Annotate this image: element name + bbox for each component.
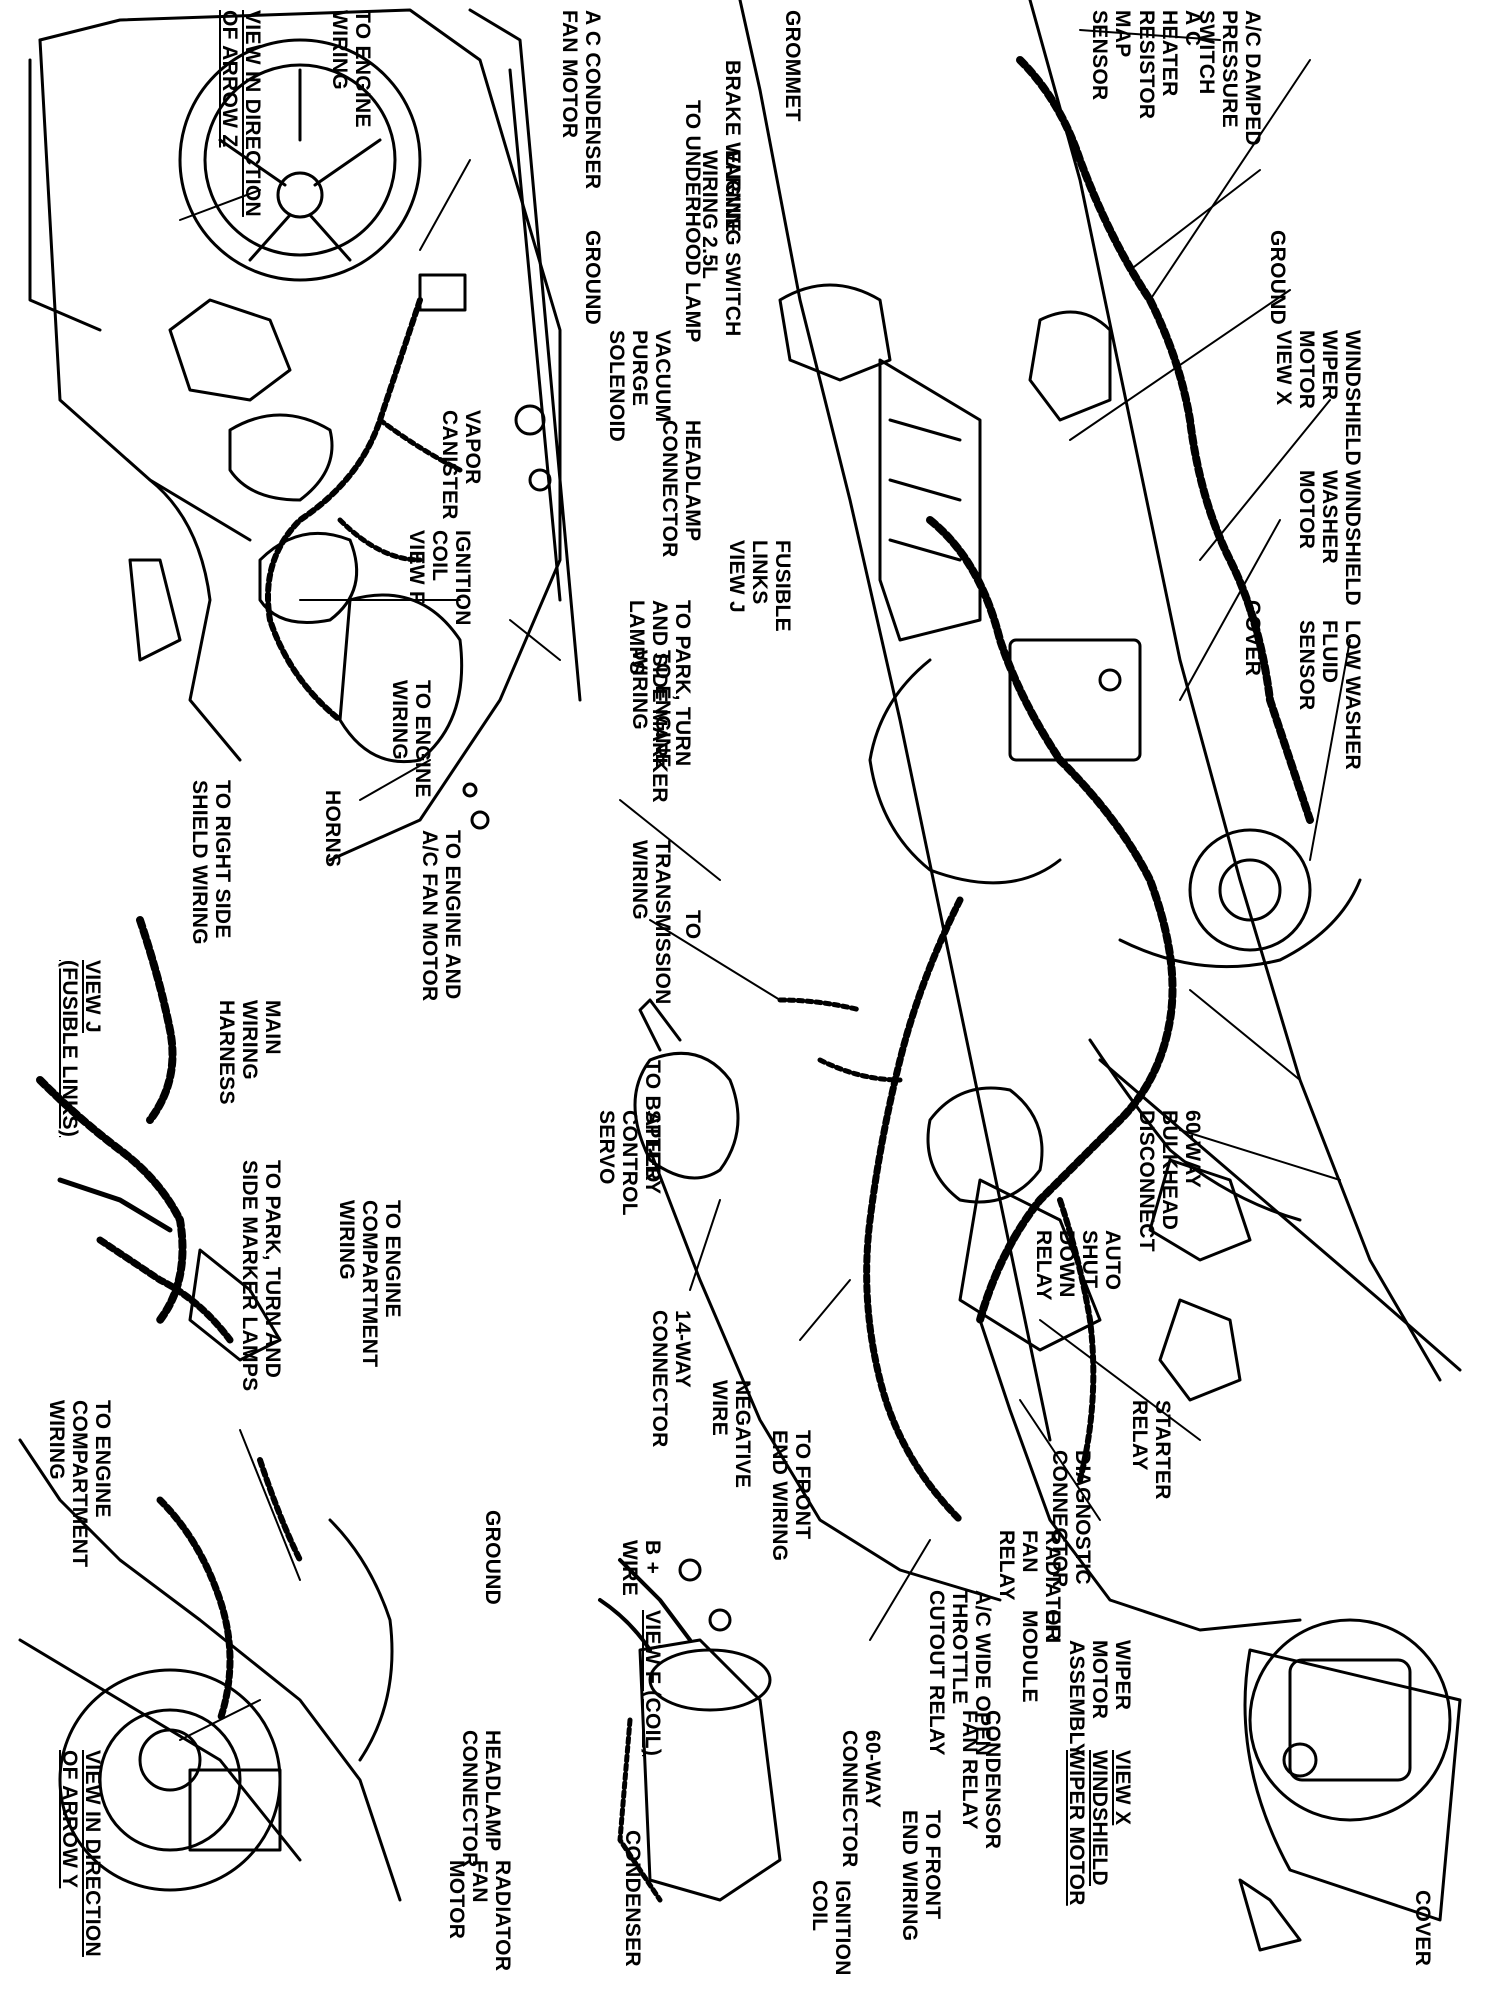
label-windshield-wiper-motor-view-x: WINDSHIELD WIPER MOTOR VIEW X — [1272, 330, 1364, 466]
label-horns: HORNS — [321, 790, 344, 868]
label-ac-heater-resistor: A C HEATER RESISTOR — [1135, 10, 1204, 120]
label-main-wiring-harness: MAIN WIRING HARNESS — [215, 1000, 284, 1105]
label-ac-condenser-fan-motor: A C CONDENSER FAN MOTOR — [558, 10, 604, 190]
label-to-park-turn-side-marker-lamps: TO PARK, TURN AND SIDE MARKER LAMPS — [238, 1160, 284, 1392]
label-to-park-turn-side-marker: TO PARK, TURN AND SIDE MARKER LAMPS — [625, 600, 694, 803]
label-view-z-title: VIEW IN DIRECTION OF ARROW Z — [218, 10, 264, 217]
label-ac-damped-pressure-switch: A/C DAMPED PRESSURE SWITCH — [1195, 10, 1264, 147]
label-headlamp-connector-z: HEADLAMP CONNECTOR — [658, 420, 704, 558]
label-view-f-coil: VIEW F (COIL) — [641, 1610, 664, 1757]
label-efi-module: EFI MODULE — [1018, 1610, 1064, 1703]
label-wiper-motor-assembly: WIPER MOTOR ASSEMBLY — [1065, 1640, 1134, 1758]
label-ignition-coil: IGNITION COIL — [808, 1880, 854, 1976]
label-view-y-title: VIEW IN DIRECTION OF ARROW Y — [58, 1750, 104, 1957]
label-headlamp-connector-y: HEADLAMP CONNECTOR — [458, 1730, 504, 1868]
label-low-washer-fluid-sensor: LOW WASHER FLUID SENSOR — [1295, 620, 1364, 770]
label-bulkhead-disconnect: 60-WAY BULKHEAD DISCONNECT — [1135, 1110, 1204, 1252]
label-ground-top: GROUND — [1266, 230, 1289, 326]
label-map-sensor: MAP SENSOR — [1088, 10, 1134, 101]
label-negative-wire: NEGATIVE WIRE — [708, 1380, 754, 1489]
label-grommet: GROMMET — [781, 10, 804, 122]
label-to: TO — [681, 910, 704, 940]
label-60-way-connector: 60-WAY CONNECTOR — [838, 1730, 884, 1868]
label-view-j-title: VIEW J (FUSIBLE LINKS) — [58, 960, 104, 1138]
label-to-engine-wiring-z: TO ENGINE WIRING — [328, 10, 374, 128]
label-b-plus-wire: B + WIRE — [618, 1540, 664, 1597]
label-to-engine-wiring-z2: TO ENGINE WIRING — [388, 680, 434, 798]
label-to-engine-and-ac-fan-motor: TO ENGINE AND A/C FAN MOTOR — [418, 830, 464, 1002]
label-to-front-end-wiring-2: TO FRONT END WIRING — [768, 1430, 814, 1562]
label-to-right-side-shield-wiring: TO RIGHT SIDE SHIELD WIRING — [188, 780, 234, 945]
leader-lines — [179, 29, 1351, 1741]
label-auto-shut-down-relay: AUTO SHUT DOWN RELAY — [1032, 1230, 1124, 1301]
view-y-artwork — [18, 1438, 402, 1902]
label-to-battery: TO BATTERY — [641, 1060, 664, 1195]
label-ground-z: GROUND — [581, 230, 604, 326]
view-z-artwork — [28, 8, 582, 862]
view-j-artwork — [36, 916, 282, 1362]
label-condenser: CONDENSER — [621, 1830, 644, 1967]
label-14-way-connector: 14-WAY CONNECTOR — [648, 1310, 694, 1448]
main-engine-compartment-artwork — [633, 0, 1462, 1632]
label-engine-2-5l: ENGINE WIRING 2.5L — [698, 150, 744, 280]
view-x-artwork — [1238, 1618, 1462, 1952]
label-to-front-end-wiring-1: TO FRONT END WIRING — [898, 1810, 944, 1942]
label-ground-y: GROUND — [481, 1510, 504, 1606]
label-cover-right: COVER — [1411, 1890, 1434, 1967]
label-vapor-canister: VAPOR CANISTER — [438, 410, 484, 520]
label-starter-relay: STARTER RELAY — [1128, 1400, 1174, 1500]
view-f-artwork — [598, 1558, 782, 1903]
label-view-x-title: VIEW X WINDSHIELD WIPER MOTOR — [1065, 1750, 1134, 1906]
label-fusible-links-view-j: FUSIBLE LINKS VIEW J — [725, 540, 794, 632]
label-ignition-coil-view-f: IGNITION COIL VIEW F — [405, 530, 474, 626]
label-condensor-fan-relay: CONDENSOR FAN RELAY — [958, 1710, 1004, 1850]
label-windshield-washer-motor: WINDSHIELD WASHER MOTOR — [1295, 470, 1364, 606]
label-to-engine-compartment-wiring-1: TO ENGINE COMPARTMENT WIRING — [335, 1200, 404, 1368]
label-transmission-wiring: TRANSMISSION WIRING — [628, 840, 674, 1005]
label-cover-top: COVER — [1241, 600, 1264, 677]
label-radiator-fan-motor: RADIATOR FAN MOTOR — [445, 1860, 514, 1972]
label-to-engine-compartment-wiring-2: TO ENGINE COMPARTMENT WIRING — [45, 1400, 114, 1568]
